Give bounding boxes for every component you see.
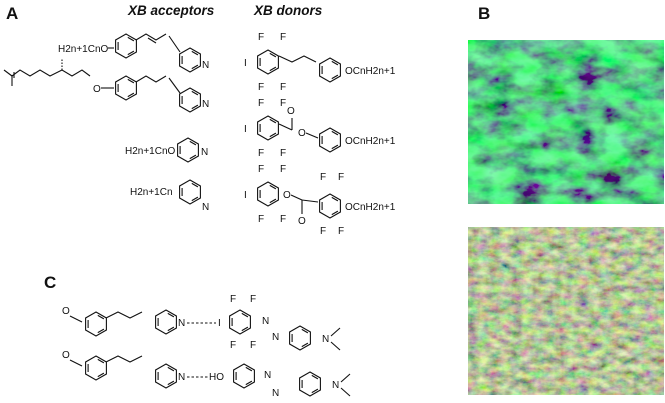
header-xb-donors: XB donors [253,3,323,18]
fluorine-atom: F [338,226,344,237]
pyridine-nitrogen: N [202,60,209,71]
fluorine-atom: F [338,172,344,183]
fluorine-atom: F [280,164,286,175]
fluorine-atom: F [258,148,264,159]
donor-iodo-benzoate: I F F F F O O OCnH2n+1 [244,98,396,159]
micrograph-top [468,40,664,204]
azo-nitrogen: N [272,388,279,399]
panel-label-b: B [478,4,490,23]
fluorine-atom: F [320,226,326,237]
carbonyl-oxygen: O [287,106,295,117]
alkoxy-label: H2n+1CnO [58,44,109,55]
fluorine-atom: F [230,340,236,351]
alkoxy-right-label-3: OCnH2n+1 [345,202,396,213]
fluorine-atom: F [250,294,256,305]
complex-hydrogen-bonded: O N HO N N N [62,350,351,399]
fluorine-atom: F [280,32,286,43]
header-xb-acceptors: XB acceptors [127,3,215,18]
fluorine-atom: F [258,98,264,109]
fluorine-atom: F [250,340,256,351]
dimethylamino-nitrogen: N [322,334,329,345]
fluorine-atom: F [230,294,236,305]
fluorine-atom: F [280,148,286,159]
fluorine-atom: F [258,214,264,225]
ether-oxygen: O [93,84,101,95]
alkoxy-right-label-2: OCnH2n+1 [345,136,396,147]
complex-halogen-bonded: O N I F F F F N N N [62,294,341,351]
fluorine-atom: F [258,32,264,43]
pyridine-nitrogen: N [178,372,185,383]
donor-iodo-stilbene: I F F F F OCnH2n+1 [244,32,396,93]
iodine-atom: I [218,318,221,329]
methoxy-oxygen: O [62,350,70,361]
alkoxy-right-label: OCnH2n+1 [345,66,396,77]
fluorine-atom: F [320,172,326,183]
hydroxy-label: HO [209,372,224,383]
iodine-atom: I [244,124,247,135]
acceptor-alkoxy-stilbazole: H2n+1CnO N [58,33,209,73]
methoxy-oxygen: O [62,306,70,317]
carbonyl-oxygen: O [298,216,306,227]
acceptor-alkylpyridine: H2n+1Cn N [130,179,209,213]
pyridine-nitrogen-3: N [201,147,208,158]
alkoxy-label-2: H2n+1CnO [125,146,176,157]
ester-oxygen: O [283,190,291,201]
acceptor-branched-stilbazole: O N [3,58,209,113]
iodine-atom: I [244,58,247,69]
donor-iodo-perfluoro-ester: I F F F F O O F F F F OCnH2n+1 [244,164,396,237]
fluorine-atom: F [280,82,286,93]
fluorine-atom: F [280,214,286,225]
panel-label-c: C [44,273,56,292]
ester-oxygen: O [298,128,306,139]
dimethylamino-nitrogen: N [332,380,339,391]
acceptor-alkoxypyridine: H2n+1CnO N [125,137,208,163]
pyridine-nitrogen-2: N [202,99,209,110]
alkyl-label: H2n+1Cn [130,187,173,198]
iodine-atom: I [244,190,247,201]
micrograph-bottom [468,227,664,395]
azo-nitrogen: N [272,332,279,343]
azo-nitrogen: N [264,370,271,381]
pyridine-nitrogen: N [178,318,185,329]
fluorine-atom: F [258,82,264,93]
azo-nitrogen: N [262,316,269,327]
fluorine-atom: F [280,98,286,109]
panel-label-a: A [6,4,18,23]
fluorine-atom: F [258,164,264,175]
pyridine-nitrogen-4: N [202,202,209,213]
